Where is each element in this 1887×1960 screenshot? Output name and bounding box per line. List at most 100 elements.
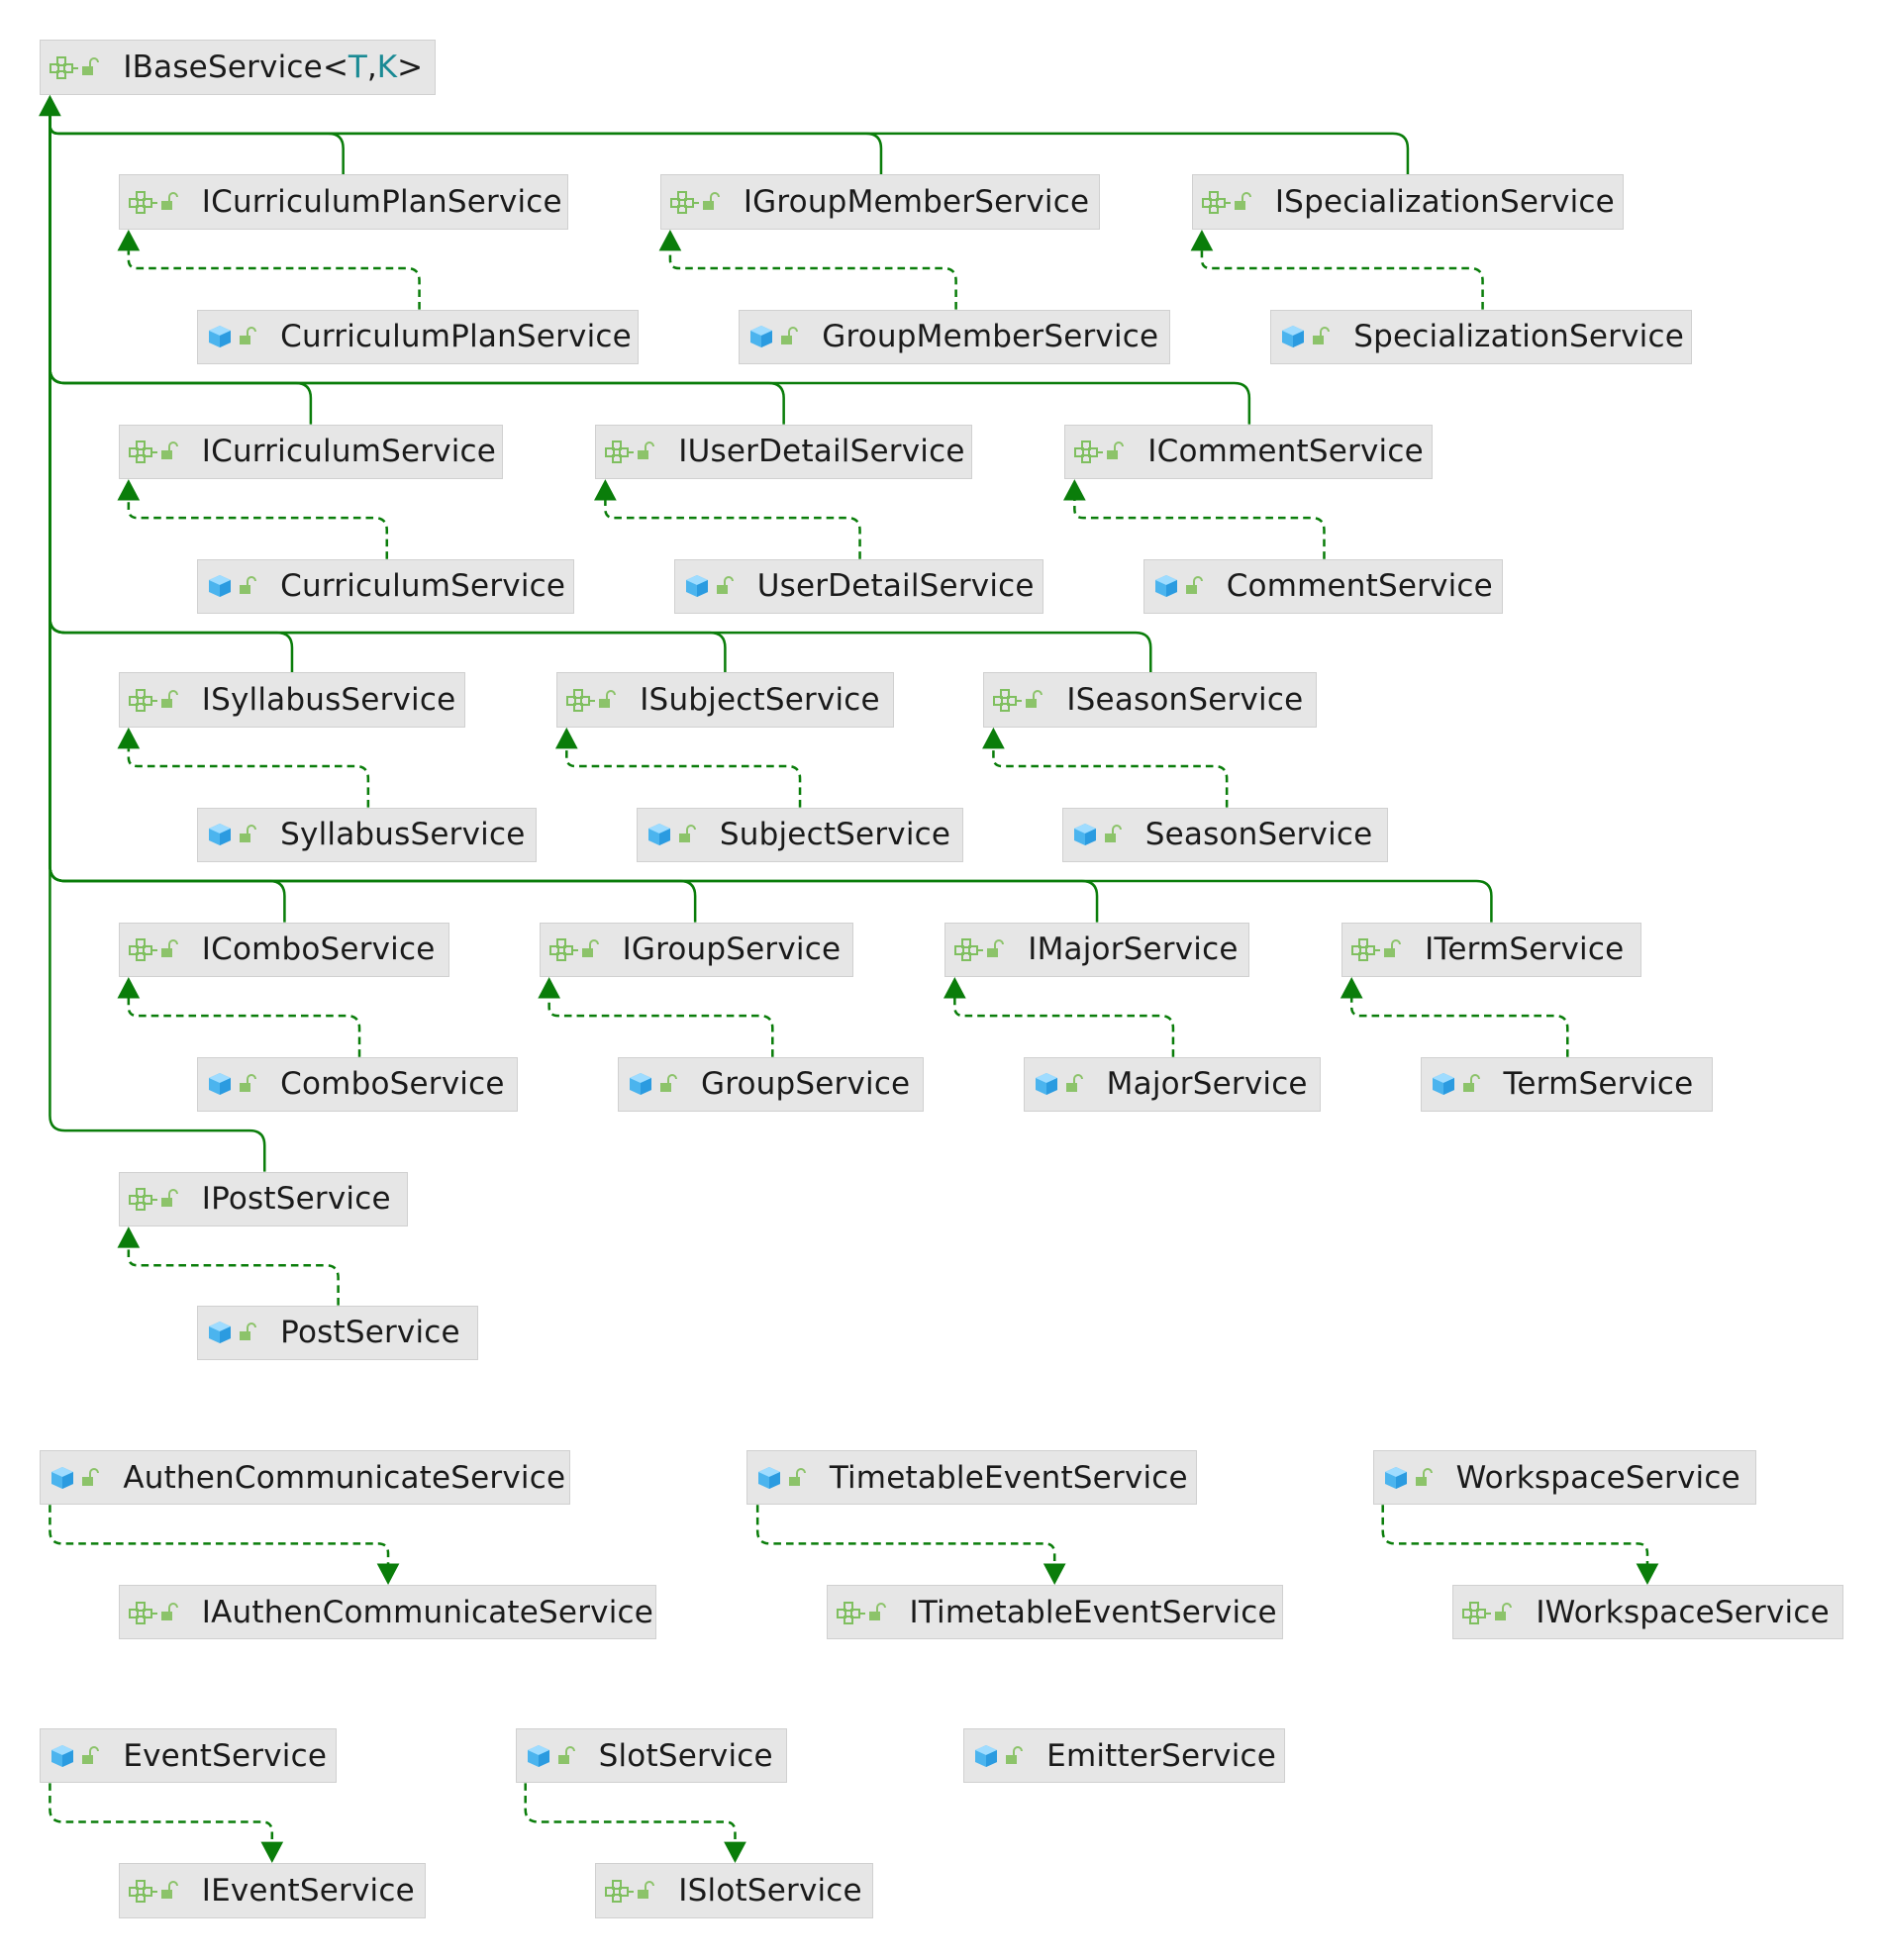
class-icon xyxy=(207,1072,237,1096)
interface-node[interactable]: IWorkspaceService xyxy=(1452,1584,1843,1640)
node-label: WorkspaceService xyxy=(1455,1459,1740,1496)
public-lock-icon xyxy=(1415,1467,1433,1488)
public-lock-icon xyxy=(160,441,178,461)
interface-node[interactable]: IAuthenCommunicateService xyxy=(118,1584,657,1640)
class-node[interactable]: AuthenCommunicateService xyxy=(40,1449,571,1506)
implements-edge-SlotService xyxy=(524,1783,737,1842)
implements-arrowhead-TimetableEventService xyxy=(1043,1563,1066,1585)
class-node[interactable]: PostService xyxy=(197,1305,478,1361)
class-node[interactable]: TimetableEventService xyxy=(745,1449,1197,1506)
public-lock-icon xyxy=(1312,327,1331,346)
implements-edge-CurriculumPlanService xyxy=(127,250,421,310)
class-node[interactable]: SpecializationService xyxy=(1270,309,1693,365)
class-node[interactable]: GroupMemberService xyxy=(739,309,1171,365)
interface-icon xyxy=(50,55,79,80)
interface-node[interactable]: ISubjectService xyxy=(556,672,894,728)
class-node[interactable]: SyllabusService xyxy=(197,807,538,863)
class-icon xyxy=(748,325,778,348)
interface-node[interactable]: ISyllabusService xyxy=(118,672,466,728)
class-node[interactable]: CommentService xyxy=(1142,558,1503,615)
public-lock-icon xyxy=(659,1074,677,1094)
public-lock-icon xyxy=(1106,441,1125,461)
class-node[interactable]: EmitterService xyxy=(963,1727,1286,1784)
implements-arrowhead-SyllabusService xyxy=(117,727,141,749)
class-node[interactable]: TermService xyxy=(1420,1056,1713,1113)
node-label: CommentService xyxy=(1226,568,1493,605)
interface-node[interactable]: IComboService xyxy=(118,922,449,978)
node-label: SyllabusService xyxy=(280,817,526,853)
public-lock-icon xyxy=(581,939,599,959)
implements-edge-MajorService xyxy=(953,998,1175,1057)
generic-close-bracket: > xyxy=(397,49,424,86)
class-node[interactable]: MajorService xyxy=(1023,1056,1321,1113)
class-icon xyxy=(1383,1466,1413,1490)
node-label: IAuthenCommunicateService xyxy=(201,1594,654,1630)
public-lock-icon xyxy=(637,441,655,461)
interface-icon xyxy=(605,440,635,464)
class-node[interactable]: GroupService xyxy=(617,1056,924,1113)
interface-node[interactable]: IEventService xyxy=(118,1863,426,1918)
interface-icon xyxy=(128,1879,158,1903)
interface-node[interactable]: IGroupMemberService xyxy=(659,174,1100,230)
interface-node[interactable]: ICurriculumPlanService xyxy=(118,174,568,230)
interface-node[interactable]: ISlotService xyxy=(595,1863,874,1918)
class-node[interactable]: CurriculumService xyxy=(197,558,574,615)
interface-node[interactable]: IGroupService xyxy=(539,922,854,978)
public-lock-icon xyxy=(160,939,178,959)
public-lock-icon xyxy=(678,825,696,844)
class-node[interactable]: UserDetailService xyxy=(673,558,1043,615)
public-lock-icon xyxy=(81,1745,100,1766)
public-lock-icon xyxy=(239,1074,257,1094)
public-lock-icon xyxy=(239,825,257,844)
node-label: IWorkspaceService xyxy=(1536,1594,1830,1630)
interface-node[interactable]: ITermService xyxy=(1341,922,1641,978)
interface-node[interactable]: ISeasonService xyxy=(983,672,1317,728)
class-icon xyxy=(207,325,237,348)
implements-edge-AuthenCommunicateService xyxy=(49,1505,390,1564)
class-node[interactable]: CurriculumPlanService xyxy=(197,309,640,365)
implements-edge-ComboService xyxy=(127,998,361,1057)
interface-node[interactable]: IPostService xyxy=(118,1171,409,1227)
interface-icon xyxy=(836,1601,866,1624)
node-label: ITermService xyxy=(1425,931,1625,968)
implements-edge-SubjectService xyxy=(565,748,802,808)
class-node[interactable]: SubjectService xyxy=(636,807,964,863)
interface-node[interactable]: ISpecializationService xyxy=(1191,174,1624,230)
interface-node[interactable]: IUserDetailService xyxy=(595,424,972,480)
public-lock-icon xyxy=(716,576,734,596)
implements-arrowhead-ComboService xyxy=(117,977,141,999)
interface-node[interactable]: ITimetableEventService xyxy=(826,1584,1283,1640)
interface-node[interactable]: ICommentService xyxy=(1064,424,1434,480)
class-icon xyxy=(973,1744,1003,1768)
interface-node[interactable]: IMajorService xyxy=(944,922,1249,978)
class-node[interactable]: ComboService xyxy=(197,1056,519,1113)
implements-arrowhead-GroupMemberService xyxy=(658,229,682,251)
implements-arrowhead-SubjectService xyxy=(554,727,578,749)
node-label: IGroupService xyxy=(622,931,842,968)
class-node[interactable]: SlotService xyxy=(515,1727,788,1784)
class-node[interactable]: SeasonService xyxy=(1061,807,1388,863)
public-lock-icon xyxy=(598,690,617,710)
implements-arrowhead-EventService xyxy=(260,1841,284,1864)
node-label: AuthenCommunicateService xyxy=(123,1459,566,1496)
class-node[interactable]: EventService xyxy=(40,1727,338,1784)
implements-arrowhead-SpecializationService xyxy=(1190,229,1214,251)
interface-node[interactable]: IBaseService<T, K> xyxy=(40,40,436,95)
implements-edge-CommentService xyxy=(1073,500,1326,559)
interface-icon xyxy=(1351,937,1381,962)
node-label: SpecializationService xyxy=(1353,319,1684,355)
interface-icon xyxy=(1074,440,1104,464)
type-parameter: T xyxy=(348,49,367,86)
node-label: ComboService xyxy=(280,1066,505,1103)
class-icon xyxy=(50,1466,79,1490)
implements-arrowhead-CurriculumService xyxy=(117,479,141,501)
node-label: GroupService xyxy=(700,1066,911,1103)
implements-edge-GroupService xyxy=(547,998,774,1057)
class-icon xyxy=(207,823,237,846)
class-icon xyxy=(1280,325,1310,348)
class-node[interactable]: WorkspaceService xyxy=(1372,1449,1756,1506)
implements-arrowhead-WorkspaceService xyxy=(1636,1563,1659,1585)
interface-node[interactable]: ICurriculumService xyxy=(118,424,503,480)
interface-icon xyxy=(128,190,158,215)
